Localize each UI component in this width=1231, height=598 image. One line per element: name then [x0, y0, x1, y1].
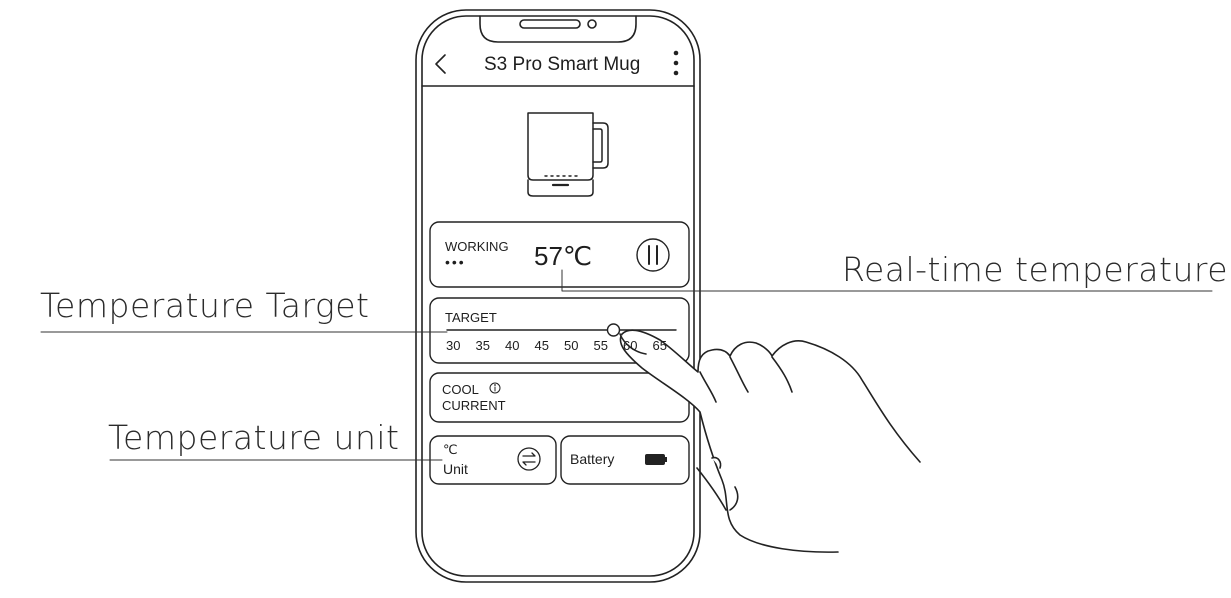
target-tick-label: 55 — [593, 338, 608, 353]
target-card — [429, 297, 690, 364]
target-tick-label: 40 — [505, 338, 520, 353]
more-menu-button[interactable] — [664, 46, 688, 82]
battery-label: Battery — [570, 451, 615, 467]
real-time-temperature-callout: Real-time temperature — [842, 250, 1229, 289]
info-icon[interactable] — [489, 382, 501, 394]
more-vertical-icon[interactable] — [673, 50, 679, 76]
target-tick-label: 50 — [564, 338, 579, 353]
status-dots: ••• — [445, 254, 466, 270]
swap-icon[interactable] — [517, 447, 541, 471]
battery-card — [560, 435, 690, 485]
target-tick-label: 35 — [475, 338, 490, 353]
mode-label: COOL — [442, 382, 479, 397]
hand-illustration — [619, 329, 921, 553]
back-button[interactable] — [428, 48, 454, 82]
battery-icon — [645, 454, 665, 465]
target-tick-label: 30 — [446, 338, 461, 353]
target-tick-label: 60 — [623, 338, 638, 353]
pause-icon[interactable] — [636, 238, 670, 272]
mode-sublabel: CURRENT — [442, 398, 506, 413]
target-tick-label: 45 — [534, 338, 549, 353]
target-slider-thumb[interactable] — [606, 323, 621, 337]
unit-symbol: ℃ — [443, 442, 458, 457]
page-title: S3 Pro Smart Mug — [484, 54, 641, 75]
phone-outline — [415, 9, 701, 583]
status-card — [429, 221, 690, 288]
chevron-left-icon[interactable] — [435, 54, 446, 74]
unit-toggle-button[interactable] — [516, 447, 542, 473]
target-label: TARGET — [445, 310, 497, 325]
temperature-target-callout: Temperature Target — [40, 286, 370, 325]
unit-label: Unit — [443, 461, 468, 477]
callout-lines — [40, 269, 1213, 461]
temperature-unit-callout: Temperature unit — [108, 418, 400, 457]
target-tick-label: 65 — [652, 338, 667, 353]
mug-illustration — [527, 112, 609, 197]
status-label: WORKING — [445, 239, 509, 254]
pause-button[interactable] — [636, 238, 670, 272]
current-temperature: 57℃ — [534, 241, 593, 271]
